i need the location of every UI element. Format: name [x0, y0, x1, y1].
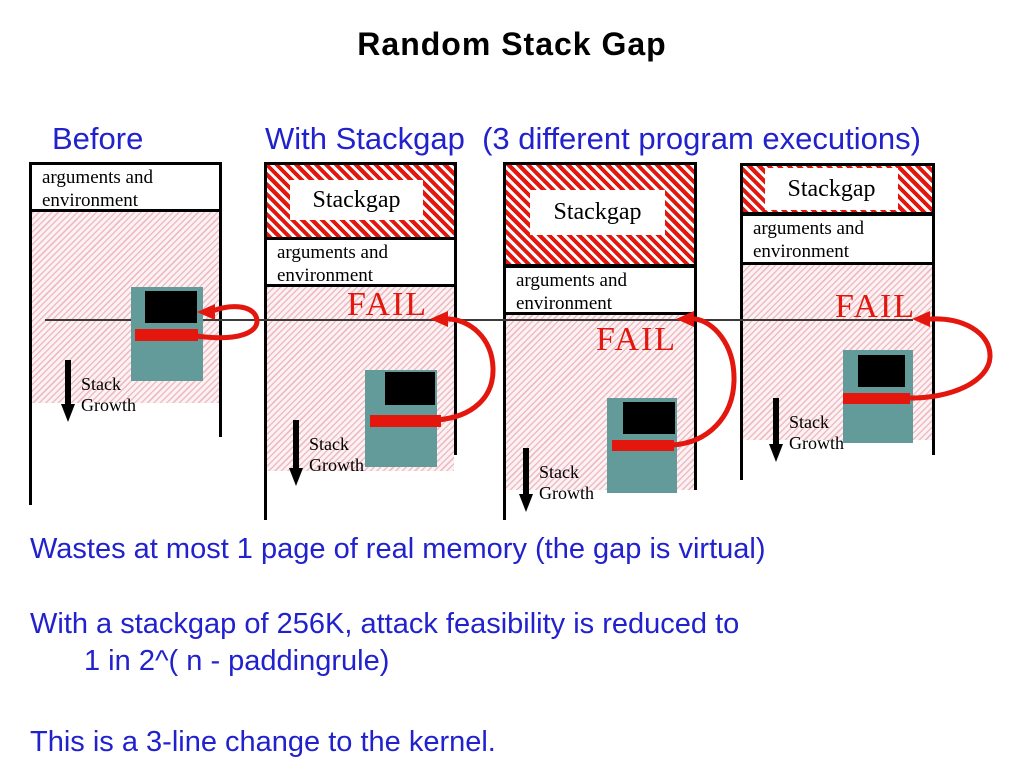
stack-growth-marker: Stack Growth	[288, 420, 364, 486]
fail-label: FAIL	[347, 286, 429, 323]
computer-screen	[858, 355, 905, 387]
stack-growth-label: Stack Growth	[81, 374, 136, 415]
down-arrow-icon	[289, 420, 303, 486]
fail-label: FAIL	[596, 321, 678, 358]
exec1-right-border	[454, 162, 457, 455]
down-arrow-icon	[519, 448, 533, 512]
stack-growth-label: Stack Growth	[309, 434, 364, 475]
before-right-border	[219, 162, 222, 437]
down-arrow-icon	[61, 360, 75, 422]
stack-growth-label: Stack Growth	[789, 412, 844, 453]
computer-screen	[623, 402, 675, 434]
note-wastes: Wastes at most 1 page of real memory (th…	[30, 533, 766, 565]
args-env-label: arguments and environment	[42, 167, 153, 211]
page-title: Random Stack Gap	[357, 26, 667, 62]
stack-growth-marker: Stack Growth	[768, 398, 844, 462]
computer-icon	[131, 287, 203, 381]
exec1-stackgap-box: Stackgap	[264, 162, 457, 240]
exec2-left-border	[503, 162, 506, 520]
stack-growth-marker: Stack Growth	[518, 448, 594, 512]
exec1-args-env-box: arguments and environment	[264, 237, 457, 287]
computer-icon	[843, 350, 913, 443]
stackgap-label: Stackgap	[530, 190, 665, 235]
stackgap-label: Stackgap	[765, 168, 898, 210]
exec3-left-border	[740, 163, 743, 480]
before-args-env-box: arguments and environment	[29, 162, 222, 212]
before-label: Before	[52, 121, 144, 156]
note-kernel-change: This is a 3-line change to the kernel.	[30, 726, 496, 758]
note-feasibility-line2: 1 in 2^( n - paddingrule)	[84, 645, 390, 677]
exec3-stackgap-box: Stackgap	[740, 163, 935, 215]
computer-icon	[365, 370, 441, 467]
fail-label: FAIL	[835, 288, 917, 325]
note-feasibility-line1: With a stackgap of 256K, attack feasibil…	[30, 608, 740, 640]
exec3-right-border	[932, 163, 935, 455]
computer-red-bar	[612, 440, 674, 451]
computer-icon	[607, 398, 677, 493]
before-left-border	[29, 162, 32, 505]
args-env-label: arguments and environment	[277, 242, 388, 286]
exec2-stackgap-box: Stackgap	[503, 162, 697, 267]
stack-growth-marker: Stack Growth	[60, 360, 136, 422]
computer-red-bar	[370, 415, 441, 427]
down-arrow-icon	[769, 398, 783, 462]
args-env-label: arguments and environment	[753, 218, 864, 262]
computer-red-bar	[135, 329, 198, 341]
stackgap-label: Stackgap	[290, 180, 423, 220]
args-env-label: arguments and environment	[516, 270, 627, 314]
with-stackgap-label: With Stackgap (3 different program execu…	[265, 121, 921, 156]
computer-screen	[145, 291, 197, 323]
computer-red-bar	[843, 393, 910, 404]
computer-screen	[385, 372, 435, 405]
stack-growth-label: Stack Growth	[539, 462, 594, 503]
exec1-left-border	[264, 162, 267, 520]
exec3-args-env-box: arguments and environment	[740, 213, 935, 265]
exec2-args-env-box: arguments and environment	[503, 265, 697, 315]
